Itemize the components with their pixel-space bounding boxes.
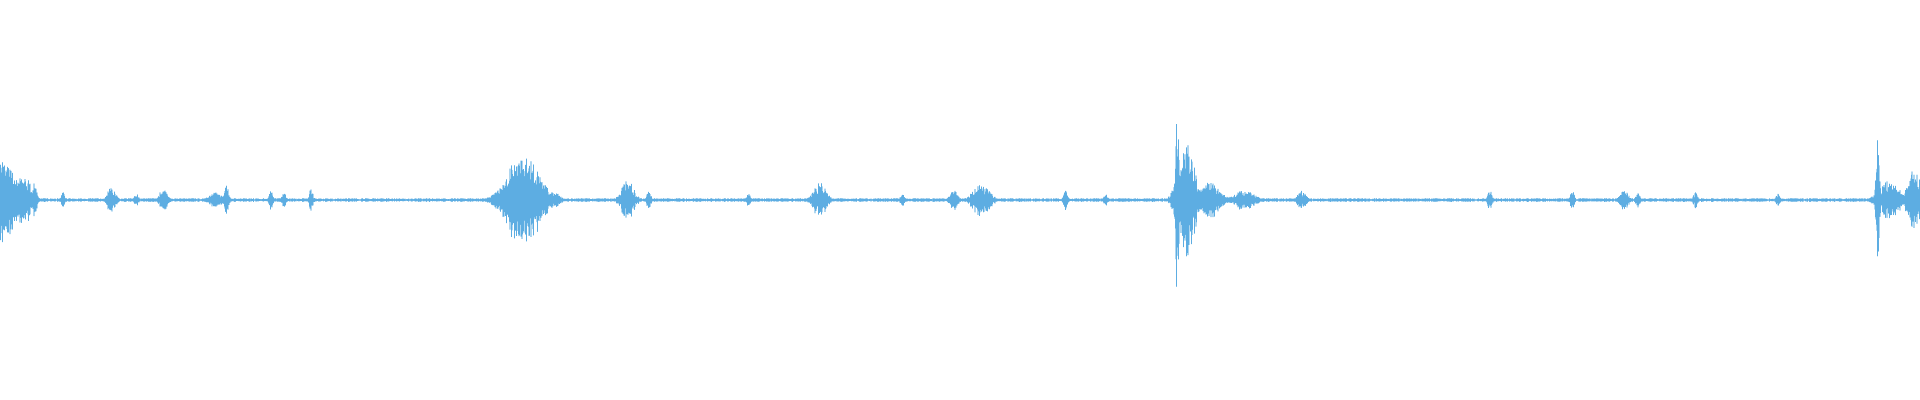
waveform-samples — [0, 124, 1920, 287]
